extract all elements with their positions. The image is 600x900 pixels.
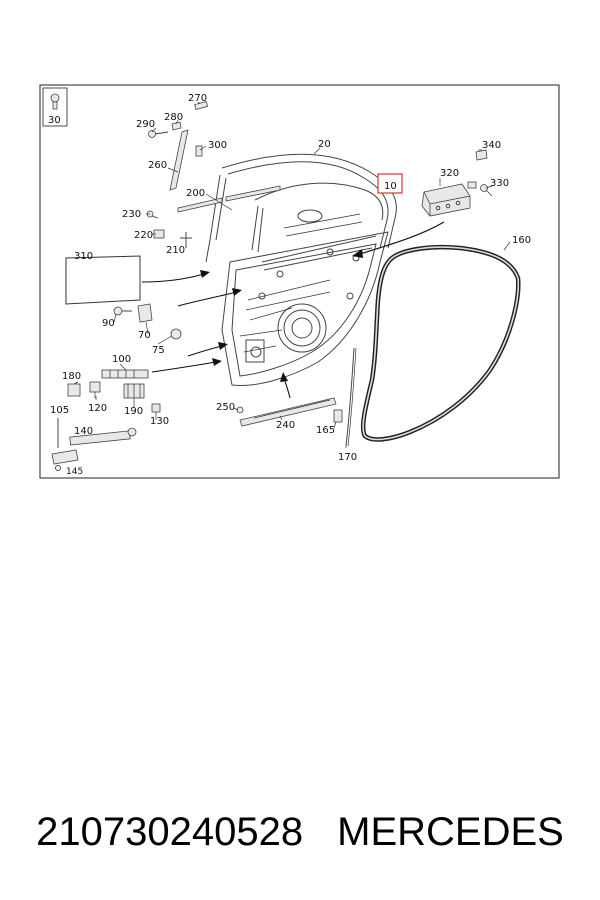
callout-120: 120 (88, 403, 107, 414)
strip-200 (177, 197, 223, 213)
bolt-90 (113, 306, 132, 316)
part-130 (151, 403, 161, 413)
callout-10: 10 (384, 181, 397, 192)
control-unit-320 (421, 181, 477, 217)
callout-190: 190 (124, 406, 143, 417)
clip-270 (194, 101, 209, 110)
door-seal-160 (360, 244, 521, 442)
callout-180: 180 (62, 371, 81, 382)
callout-200: 200 (186, 188, 205, 199)
callout-330: 330 (490, 178, 509, 189)
callout-160: 160 (512, 235, 531, 246)
part-number: 210730240528 (36, 809, 304, 854)
clip-340 (475, 149, 488, 161)
callout-130: 130 (150, 416, 169, 427)
callout-210: 210 (166, 245, 185, 256)
callout-270: 270 (188, 93, 207, 104)
hinge-70 (137, 303, 153, 323)
callout-280: 280 (164, 112, 183, 123)
callout-140: 140 (74, 426, 93, 437)
callout-260: 260 (148, 160, 167, 171)
callout-20: 20 (318, 139, 331, 150)
callout-70: 70 (138, 330, 151, 341)
callout-300: 300 (208, 140, 227, 151)
callout-105: 105 (50, 405, 69, 416)
door-shell (205, 153, 397, 387)
callout-320: 320 (440, 168, 459, 179)
product-caption: 210730240528 MERCEDES (0, 802, 600, 862)
callout-290: 290 (136, 119, 155, 130)
part-190 (123, 383, 145, 399)
sill-strip-240 (239, 397, 337, 427)
part-180 (67, 383, 81, 397)
callout-340: 340 (482, 140, 501, 151)
callout-30: 30 (48, 115, 61, 126)
callout-230: 230 (122, 209, 141, 220)
callout-165: 165 (316, 425, 335, 436)
callout-250: 250 (216, 402, 235, 413)
callout-220: 220 (134, 230, 153, 241)
brand-name: MERCEDES (337, 809, 564, 854)
bolt-30-icon (50, 93, 60, 110)
screw-250 (236, 406, 244, 414)
gas-spring-140 (69, 427, 137, 446)
bracket-145 (51, 449, 79, 471)
screw-290 (148, 130, 169, 138)
leader-lines (73, 101, 511, 448)
part-165 (333, 409, 343, 423)
callout-170: 170 (338, 452, 357, 463)
assembly-arrows (141, 221, 445, 399)
callout-310: 310 (74, 251, 93, 262)
clip-300 (195, 145, 203, 157)
screw-330 (480, 184, 493, 197)
callout-75: 75 (152, 345, 165, 356)
strip-170 (345, 347, 355, 447)
callout-labels: 10 20 270 280 290 300 260 200 230 220 21… (50, 93, 531, 477)
callout-100: 100 (112, 354, 131, 365)
clip-280 (171, 121, 182, 131)
highlight-box-10 (377, 173, 403, 194)
film-310 (65, 255, 141, 305)
check-strap-100 (101, 369, 149, 379)
nut-75 (170, 328, 182, 340)
callout-240: 240 (276, 420, 295, 431)
callout-145: 145 (66, 467, 83, 477)
part-120 (89, 381, 101, 398)
callout-90: 90 (102, 318, 115, 329)
